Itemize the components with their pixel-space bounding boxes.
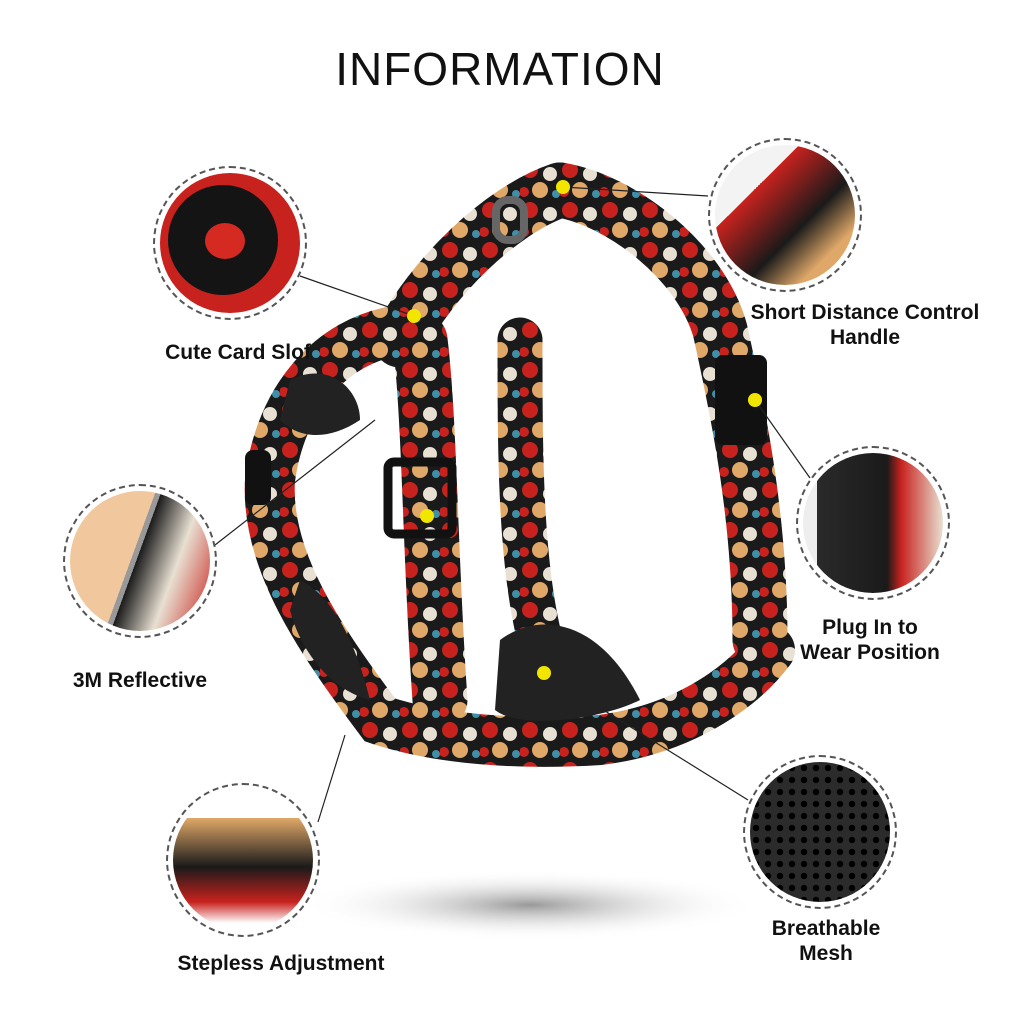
floor-shadow xyxy=(300,870,760,940)
detail-circle-cute-card xyxy=(153,166,307,320)
detail-circle-plug xyxy=(796,446,950,600)
label-reflective: 3M Reflective xyxy=(72,669,208,692)
paw-icon xyxy=(205,223,245,259)
detail-circle-reflective xyxy=(63,484,217,638)
callout-dots xyxy=(407,180,762,680)
detail-circle-stepless xyxy=(166,783,320,937)
buckle-icon xyxy=(715,355,767,445)
detail-circle-mesh xyxy=(743,755,897,909)
buckle-icon xyxy=(383,457,457,539)
label-cute-card: Cute Card Slof xyxy=(165,341,311,364)
d-ring-icon xyxy=(492,196,528,244)
label-stepless: Stepless Adjustment xyxy=(177,952,385,975)
mesh-pad xyxy=(495,624,640,721)
detail-circle-handle xyxy=(708,138,862,292)
page-title: INFORMATION xyxy=(335,43,665,95)
